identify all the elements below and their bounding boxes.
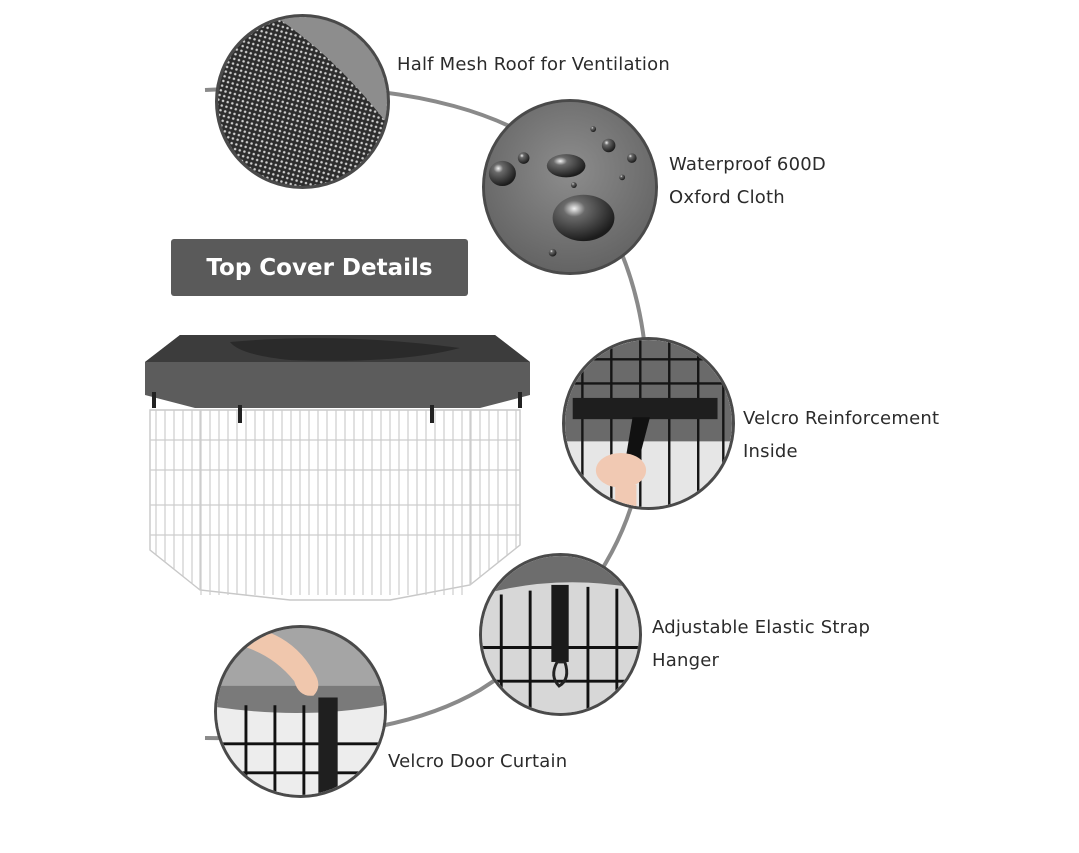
velcro-door-curtain-detail-image <box>214 625 387 798</box>
feature-label-elastic-strap: Adjustable Elastic Strap Hanger <box>652 617 871 671</box>
playpen-with-top-cover-image <box>145 335 530 601</box>
top-cover-details-badge: Top Cover Details <box>171 239 468 296</box>
feature-label-waterproof: Waterproof 600D Oxford Cloth <box>669 154 826 208</box>
waterproof-cloth-detail-image <box>482 99 658 275</box>
velcro-reinforcement-detail-image <box>562 337 735 510</box>
feature-label-mesh-roof: Half Mesh Roof for Ventilation <box>397 54 670 75</box>
elastic-strap-hanger-detail-image <box>479 553 642 716</box>
mesh-roof-detail-image <box>215 14 390 189</box>
feature-label-velcro-door-curtain: Velcro Door Curtain <box>388 751 568 772</box>
feature-label-velcro-reinforcement: Velcro Reinforcement Inside <box>743 408 940 462</box>
